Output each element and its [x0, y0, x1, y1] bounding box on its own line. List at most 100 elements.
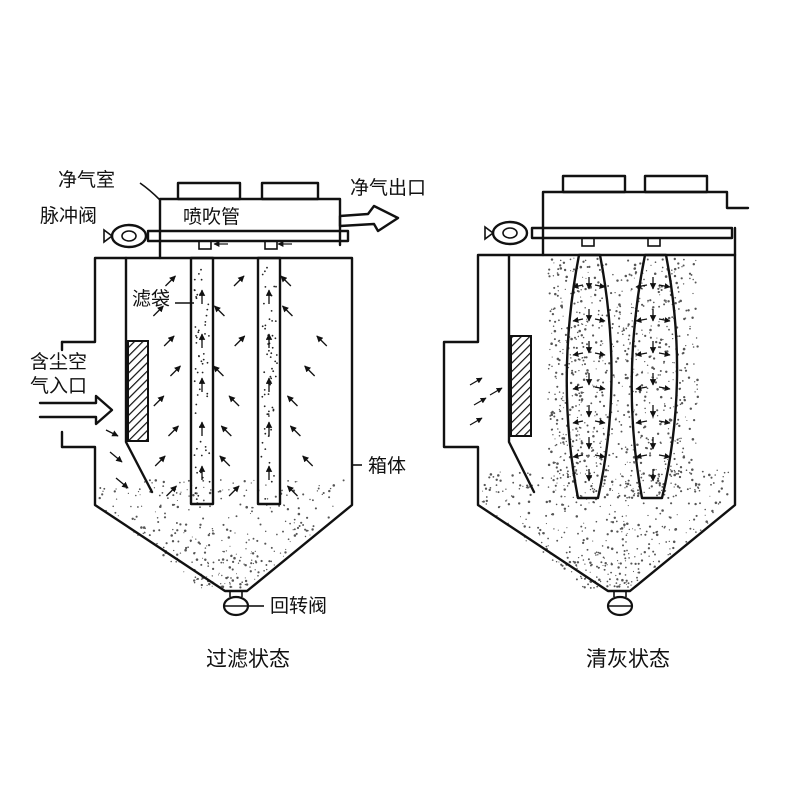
dust-particle [595, 385, 598, 387]
dust-particle [581, 541, 585, 545]
dust-particle [607, 465, 610, 467]
dust-particle [495, 484, 498, 486]
dust-particle [174, 488, 177, 491]
dust-particle [587, 583, 590, 586]
bag-dust-dot [194, 466, 197, 469]
dust-particle [633, 345, 637, 348]
bag-dust-dot [271, 346, 274, 349]
dust-particle [565, 434, 567, 436]
dust-particle [636, 576, 638, 579]
dust-particle [627, 259, 630, 262]
dust-particle [625, 541, 627, 543]
dust-particle [694, 381, 696, 383]
dust-particle [528, 486, 531, 488]
dust-particle [596, 257, 599, 260]
dust-particle [602, 381, 605, 384]
dust-particle [164, 512, 166, 515]
dust-particle [211, 575, 213, 577]
dust-particle [554, 320, 557, 323]
dust-particle [647, 301, 649, 303]
dust-particle [644, 334, 647, 338]
dust-particle [674, 302, 677, 305]
dust-particle [157, 520, 160, 524]
dust-particle [137, 506, 139, 508]
dust-particle [161, 492, 164, 494]
dust-particle [556, 357, 560, 361]
dust-particle [717, 490, 721, 493]
dust-particle [616, 404, 618, 406]
dust-particle [206, 545, 208, 547]
dust-particle [676, 438, 679, 441]
dust-particle [559, 259, 562, 262]
dust-particle [148, 479, 151, 482]
bag-dust-dot [206, 395, 209, 398]
dust-particle [179, 493, 182, 495]
dust-particle [529, 493, 532, 497]
dust-particle [598, 357, 601, 360]
dust-particle [587, 371, 589, 374]
flow-arrow [572, 316, 584, 323]
dust-particle [617, 381, 621, 385]
dust-particle [676, 514, 678, 516]
dust-particle [664, 525, 666, 528]
dust-particle [595, 462, 597, 464]
dust-particle [640, 434, 643, 438]
dust-particle [630, 444, 633, 447]
bag-dust-dot [271, 320, 273, 322]
dust-particle [212, 532, 215, 535]
dust-particle [201, 587, 203, 589]
dust-particle [682, 351, 685, 355]
dust-particle [559, 472, 561, 475]
dust-particle [628, 553, 630, 555]
dust-particle [621, 385, 623, 387]
dust-particle [115, 498, 118, 500]
dust-particle [625, 353, 629, 356]
dust-particle [612, 374, 615, 377]
dust-particle [599, 400, 602, 403]
dust-particle [589, 564, 592, 567]
dust-particle [253, 479, 255, 481]
baffle-right [507, 253, 536, 494]
dust-particle [228, 566, 232, 569]
bag-dust-dot [264, 498, 267, 500]
dust-particle [209, 505, 211, 508]
dust-particle [659, 287, 661, 289]
dust-particle [603, 482, 606, 485]
dust-particle [602, 404, 606, 408]
dust-particle [658, 491, 661, 494]
dust-particle [293, 522, 295, 524]
dust-particle [560, 495, 563, 498]
dust-particle [620, 423, 623, 426]
dust-particle [583, 392, 585, 394]
dust-particle [641, 287, 643, 290]
dust-particle [652, 550, 655, 553]
dust-particle [585, 454, 588, 457]
dust-particle [646, 391, 648, 393]
dust-particle [548, 275, 551, 278]
dust-particle [488, 476, 491, 479]
dust-particle [644, 412, 646, 414]
dust-particle [309, 498, 311, 501]
dust-particle [603, 475, 607, 478]
dust-particle [571, 360, 573, 363]
dust-particle [575, 283, 578, 286]
dust-particle [208, 582, 211, 586]
dust-particle [664, 343, 668, 346]
dust-particle [657, 324, 660, 327]
dust-particle [627, 582, 630, 585]
dust-particle [172, 528, 174, 531]
dust-particle [562, 441, 565, 444]
dust-particle [714, 501, 718, 505]
dust-particle [658, 560, 661, 563]
dust-particle [621, 330, 623, 333]
dust-particle [689, 325, 691, 328]
dust-particle [332, 484, 336, 487]
dust-particle [187, 546, 189, 549]
dust-particle [627, 479, 630, 482]
dust-particle [559, 469, 562, 472]
dust-particle [599, 417, 602, 420]
dust-particle [294, 480, 297, 483]
bag-dust-dot [198, 388, 201, 391]
dust-particle [609, 584, 611, 586]
dust-particle [229, 529, 232, 532]
